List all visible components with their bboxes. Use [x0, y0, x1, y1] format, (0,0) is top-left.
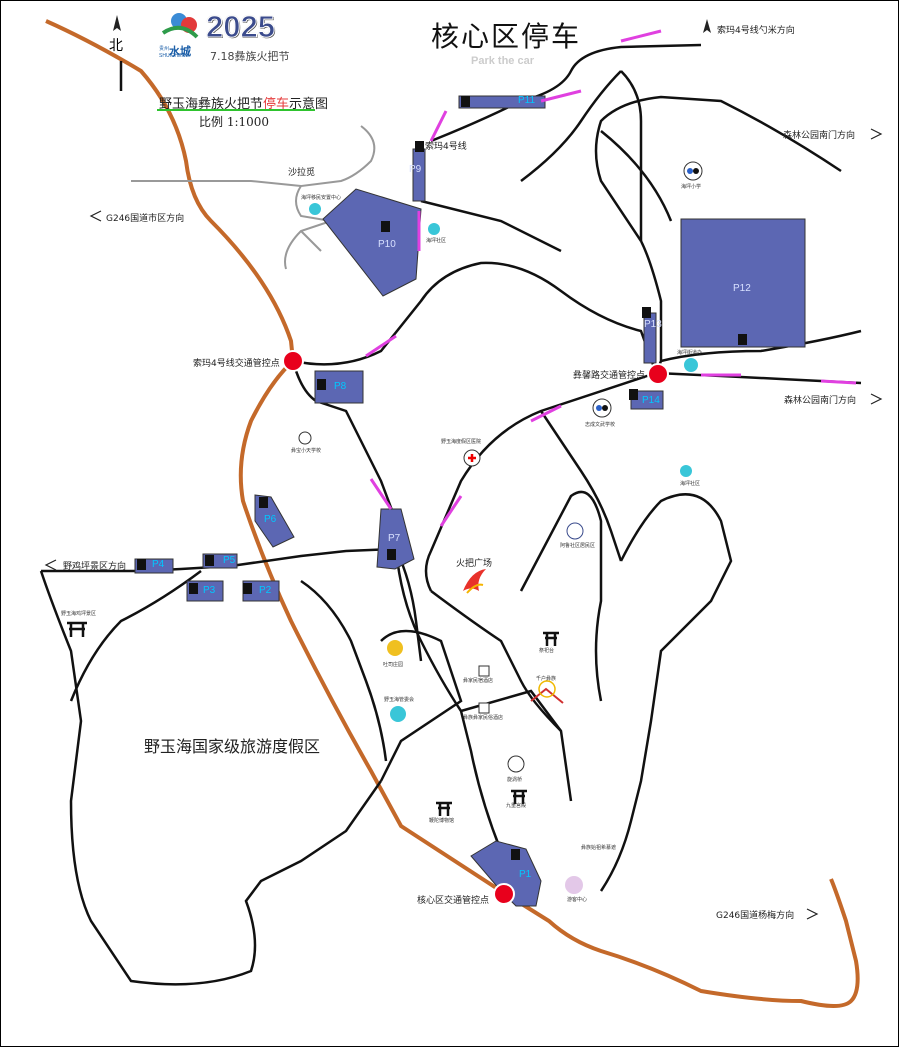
parking-sign-icon — [137, 96, 747, 860]
parking-lots — [134, 95, 806, 907]
parking-label-p10: P10 — [378, 239, 396, 250]
label-yejiping-gate: 野玉海鸡坪景区 — [61, 611, 97, 617]
parking-p11 — [458, 95, 546, 109]
label-xuanwo: 旋涡桥 — [507, 777, 523, 783]
brand-small-2: SHUICHENG — [159, 53, 190, 59]
hospital-cross-icon — [463, 449, 481, 467]
festival-year: 2025 — [206, 9, 276, 45]
label-haiping-school: 海坪小学 — [681, 184, 702, 190]
parking-p7 — [376, 508, 415, 570]
page-title: 核心区停车 — [431, 20, 582, 53]
label-visitor-center: 游客中心 — [567, 897, 588, 903]
label-tusi-manor: 吐司庄园 — [383, 662, 404, 668]
map-scale: 比例 1:1000 — [199, 115, 270, 129]
torii-gate-icon — [67, 621, 559, 816]
label-jitai: 祭祀台 — [539, 648, 555, 654]
control-point-core — [493, 883, 515, 905]
control-label-core: 核心区交通管控点 — [417, 896, 490, 906]
label-yi-hotel: 彝家民宿酒店 — [463, 678, 494, 684]
label-haiping-office: 海坪街道办 — [677, 350, 703, 356]
parking-p8 — [314, 370, 364, 404]
label-resort: 野玉海国家级旅游度假区 — [144, 737, 321, 756]
parking-label-p12: P12 — [733, 283, 751, 294]
festival-name: 7.18彝族火把节 — [210, 50, 290, 63]
parking-p9 — [412, 148, 426, 202]
control-label-suoma: 索玛4号线交通管控点 — [193, 359, 280, 369]
parking-label-p5: P5 — [223, 555, 236, 566]
label-haiping-community-2: 海坪社区 — [680, 481, 701, 487]
parking-label-p9: P9 — [409, 164, 422, 175]
parking-label-p8: P8 — [334, 381, 347, 392]
label-torch-square: 火把广场 — [456, 559, 493, 569]
north-arrow-icon — [113, 15, 121, 31]
label-ziyou: 海坪移民安置中心 — [301, 195, 342, 201]
label-shalami: 沙拉觅 — [288, 168, 316, 178]
parking-label-p4: P4 — [152, 559, 165, 570]
brand-small-1: 贵州 — [159, 46, 170, 52]
label-management: 野玉海管委会 — [384, 697, 415, 703]
title-underline — [157, 109, 315, 111]
map-title: 野玉海彝族火把节停车示意图 — [159, 97, 329, 112]
direction-g246-city: G246国道市区方向 — [106, 214, 185, 224]
parking-p12 — [680, 218, 806, 348]
label-yi-culture: 彝族彝家民俗酒店 — [463, 715, 504, 721]
parking-label-p2: P2 — [259, 585, 272, 596]
minor-roads — [131, 125, 376, 270]
logo-icon — [161, 13, 199, 39]
direction-g246-yangmei: G246国道杨梅方向 — [716, 911, 795, 921]
control-points — [282, 350, 669, 905]
school-icon — [592, 161, 703, 418]
parking-label-p11: P11 — [518, 95, 536, 106]
control-label-yixin: 彝馨路交通管控点 — [573, 371, 646, 381]
parking-label-p7: P7 — [388, 533, 401, 544]
label-suoma-line4: 索玛4号线 — [425, 142, 467, 152]
label-qianhu: 千户彝族 — [536, 676, 557, 682]
north-arrow-icon-2 — [703, 19, 711, 33]
parking-p10 — [322, 188, 422, 297]
flow-arrows — [365, 29, 857, 527]
direction-forest-south-2: 森林公园南门方向 — [784, 396, 857, 406]
brand-name: 水城 — [169, 46, 191, 58]
label-haiping-community: 海坪社区 — [426, 238, 447, 244]
direction-arrow-icon — [44, 128, 883, 920]
road-network — [39, 43, 862, 986]
control-point-yixin — [647, 363, 669, 385]
label-museum: 鞭陀博物馆 — [429, 818, 455, 824]
highway-g246 — [45, 19, 860, 1008]
parking-label-p3: P3 — [203, 585, 216, 596]
label-yi-founder: 彝族始祖希慕遮 — [581, 845, 617, 851]
parking-label-p1: P1 — [519, 869, 532, 880]
parking-label-p13: P13 — [644, 319, 662, 330]
direction-forest-south-1: 森林公园南门方向 — [783, 131, 856, 141]
parking-label-p6: P6 — [264, 514, 277, 525]
north-label: 北 — [109, 38, 123, 54]
direction-suoma-yunmi: 索玛4号线勺米方向 — [717, 26, 795, 36]
direction-yejiping: 野鸡坪景区方向 — [63, 562, 127, 572]
torch-icon — [463, 569, 486, 594]
label-zhicheng-school: 志成文武学校 — [585, 422, 616, 428]
page-subtitle: Park the car — [471, 55, 534, 67]
label-jiuli: 九重宫殿 — [506, 803, 527, 809]
control-point-suoma — [282, 350, 304, 372]
government-building-icon — [298, 203, 698, 894]
label-hospital: 野玉海度假区医院 — [441, 439, 482, 445]
label-suoma-tiny: 彝宝小天学校 — [291, 448, 322, 454]
label-yi-community: 阿鲁社区居民区 — [560, 543, 596, 549]
parking-label-p14: P14 — [642, 395, 660, 406]
